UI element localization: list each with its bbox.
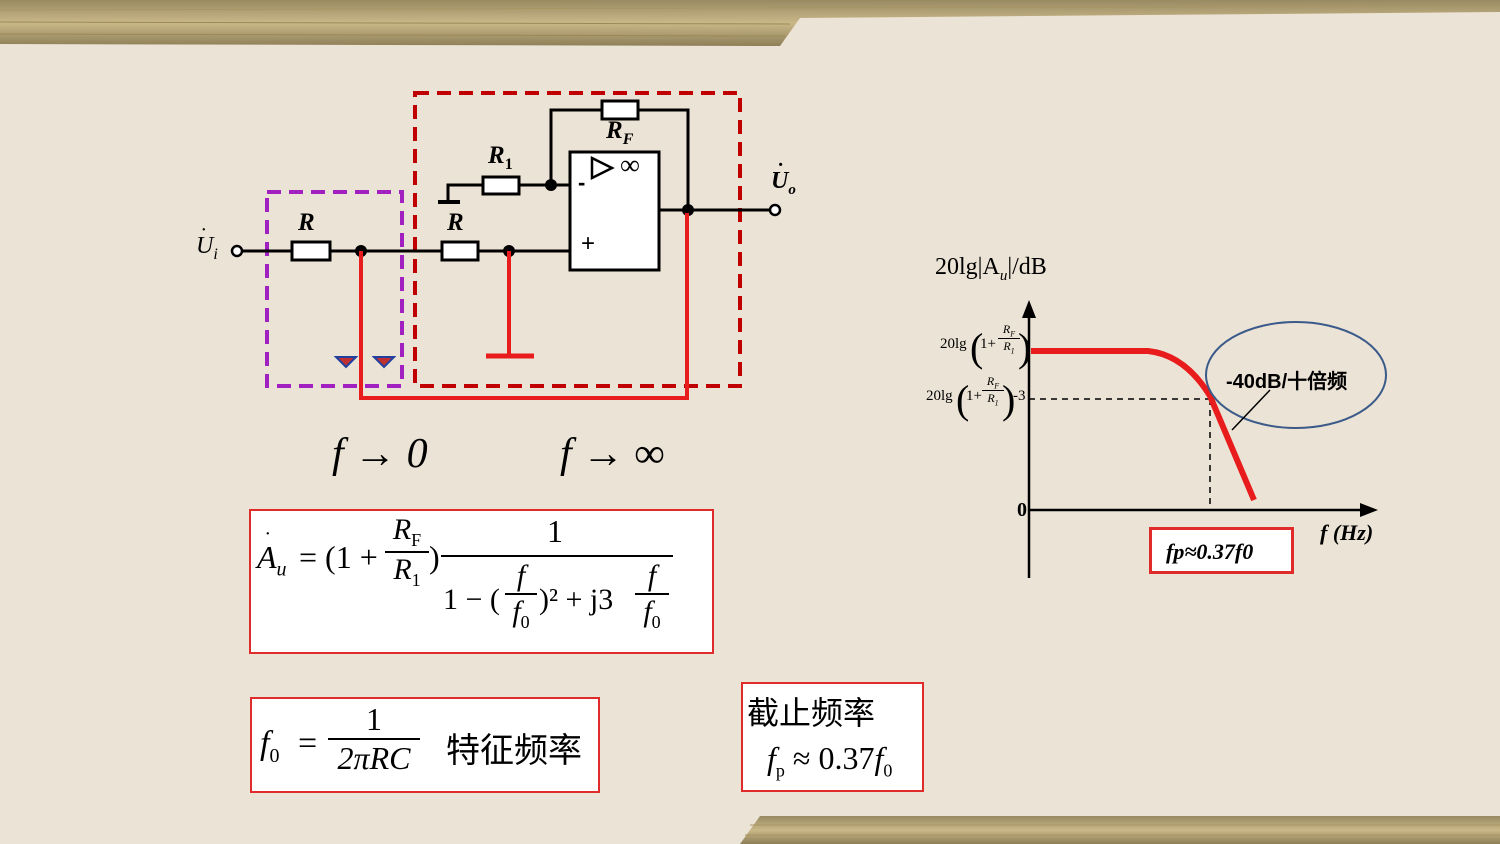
feedback-highlight-path (359, 213, 689, 400)
high-freq-dashed-box (413, 91, 742, 388)
cutoff-title: 截止频率 (747, 695, 876, 731)
bode-zero-label: 0 (1017, 499, 1027, 521)
opamp-infinity: ∞ (620, 150, 640, 181)
opamp-plus: + (581, 230, 596, 257)
fp-label: fp≈0.37f0 (1166, 539, 1254, 564)
bode-slope-label: -40dB/十倍频 (1226, 371, 1348, 393)
low-freq-dashed-box (265, 190, 404, 388)
resistor-r-second-label: R (447, 209, 464, 236)
f0-eq: = (298, 725, 318, 762)
au-den-a: 1 − ( (443, 583, 500, 616)
au-numerator: 1 (547, 513, 563, 549)
au-lhs: ·Au (257, 523, 287, 581)
characteristic-frequency-box: f0 = 1 2πRC 特征频率 (250, 697, 600, 793)
opamp-triangle-icon (590, 155, 615, 181)
limit-high-freq: f → ∞ (560, 431, 665, 477)
opamp-minus: - (578, 170, 586, 195)
input-voltage-label: ·Ui (196, 219, 218, 263)
capacitor-marker-1 (333, 356, 359, 369)
decorative-stripe-bottom (740, 816, 1500, 844)
au-f-over-f0-1: f f0 (505, 559, 537, 633)
cutoff-frequency-box: 截止频率 fp ≈ 0.37f0 (741, 682, 924, 792)
resistor-r1 (481, 175, 521, 196)
bode-xlabel: f (Hz) (1320, 520, 1374, 545)
output-terminal (768, 203, 782, 217)
output-voltage-label: ·Uo (771, 154, 796, 198)
resistor-r1-label: R1 (488, 142, 513, 173)
au-f-over-f0-2: f f0 (635, 559, 669, 633)
resistor-r-input-label: R (298, 209, 315, 236)
au-eq: = (1 + (299, 539, 378, 575)
bode-ylabel: 20lg|Au|/dB (935, 254, 1047, 284)
fp-label-box: fp≈0.37f0 (1149, 527, 1294, 574)
resistor-r-input (290, 240, 332, 262)
resistor-r-second (440, 240, 480, 262)
resistor-rf-label: RF (606, 117, 634, 148)
opamp-body (568, 150, 661, 272)
au-close-paren: ) (429, 539, 440, 575)
cutoff-expr: fp ≈ 0.37f0 (767, 740, 893, 781)
transfer-function-box: ·Au = (1 + RF R1 ) 1 1 − ( f f0 )² + j3 … (249, 509, 714, 654)
capacitor-marker-2 (371, 356, 397, 369)
au-rf-over-r1: RF R1 (385, 513, 429, 591)
f0-lhs: f0 (260, 725, 280, 767)
au-den-b: )² + j3 (539, 583, 614, 616)
limit-low-freq: f → 0 (332, 431, 428, 477)
input-terminal (230, 244, 244, 258)
f0-fraction: 1 2πRC (328, 701, 420, 777)
f0-label: 特征频率 (446, 733, 582, 770)
decorative-stripe-top (0, 0, 1500, 46)
au-fraction-bar (441, 555, 673, 557)
